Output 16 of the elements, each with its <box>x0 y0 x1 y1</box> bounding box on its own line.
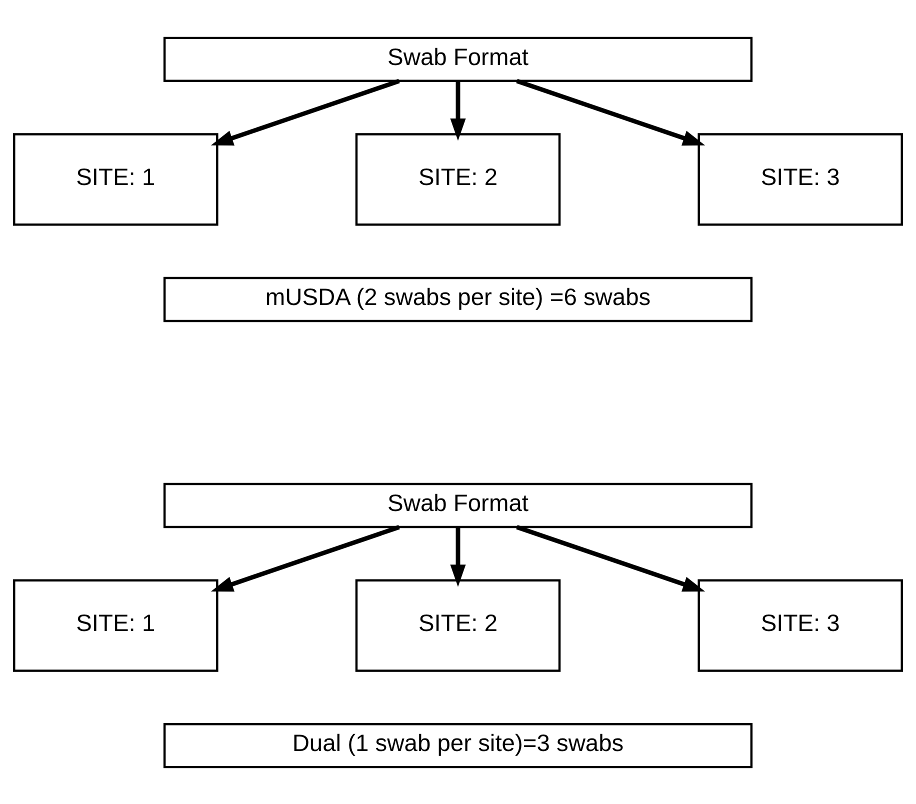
node-box: SITE: 2 <box>355 132 561 226</box>
node-box: Dual (1 swab per site)=3 swabs <box>163 722 753 768</box>
arrow <box>516 78 706 146</box>
node-box: SITE: 1 <box>13 132 218 226</box>
arrow <box>450 80 466 140</box>
node-box: mUSDA (2 swabs per site) =6 swabs <box>163 276 753 322</box>
node-box: SITE: 1 <box>13 578 218 672</box>
arrow <box>210 78 400 146</box>
node-box: SITE: 3 <box>698 578 903 672</box>
arrow <box>450 526 466 586</box>
node-box: Swab Format <box>163 36 753 82</box>
node-box: SITE: 3 <box>698 132 903 226</box>
node-box: SITE: 2 <box>355 578 561 672</box>
arrow <box>210 524 400 592</box>
node-box: Swab Format <box>163 482 753 528</box>
arrow <box>516 524 706 592</box>
